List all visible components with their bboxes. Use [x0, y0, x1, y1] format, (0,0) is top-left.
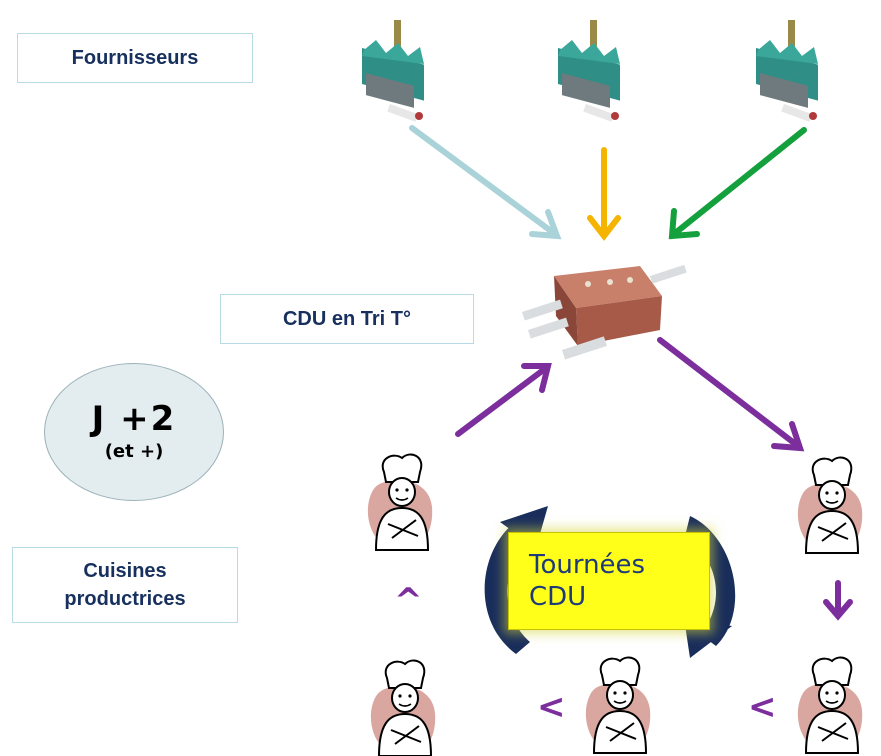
factory-icon: [756, 20, 818, 122]
cdu-sorting-label-text: CDU en Tri T°: [282, 307, 411, 330]
arrow-down-right: [823, 580, 853, 621]
chef-icon: [584, 656, 652, 755]
producing-kitchens-label: Cuisines productrices: [12, 547, 238, 623]
cdu-rounds-line2: CDU: [529, 582, 587, 612]
suppliers-label: Fournisseurs: [17, 33, 253, 83]
chef-icon: [369, 659, 437, 756]
arrow-left-lower-1: <: [748, 687, 777, 727]
cdu-rounds-box: Tournées CDU: [508, 532, 710, 630]
delivery-delay-main: J +2: [91, 399, 177, 439]
arrow-supplier-1: [409, 125, 562, 240]
chef-icon: [796, 456, 864, 555]
factory-icon: [362, 20, 424, 122]
producing-kitchens-line1: Cuisines: [83, 560, 167, 582]
arrow-cdu-out: [657, 337, 805, 452]
cdu-rounds-line1: Tournées: [529, 550, 646, 580]
arrow-up-left: ^: [394, 581, 423, 621]
delivery-delay-ellipse: J +2 (et +): [44, 363, 224, 501]
arrow-supplier-3: [668, 127, 807, 240]
arrow-cdu-in: [455, 363, 552, 437]
producing-kitchens-line2: productrices: [64, 588, 186, 610]
cdu-sorting-label: CDU en Tri T°: [220, 294, 474, 344]
arrow-supplier-2: [587, 147, 621, 241]
arrow-left-lower-2: <: [537, 687, 566, 727]
svg-text:<: <: [748, 687, 777, 727]
suppliers-label-text: Fournisseurs: [71, 46, 199, 69]
chef-icon: [366, 453, 434, 552]
warehouse-icon: [522, 264, 687, 360]
delivery-delay-sub: (et +): [104, 441, 164, 462]
chef-icon: [796, 656, 864, 755]
svg-text:^: ^: [394, 581, 423, 621]
factory-icon: [558, 20, 620, 122]
svg-text:<: <: [537, 687, 566, 727]
